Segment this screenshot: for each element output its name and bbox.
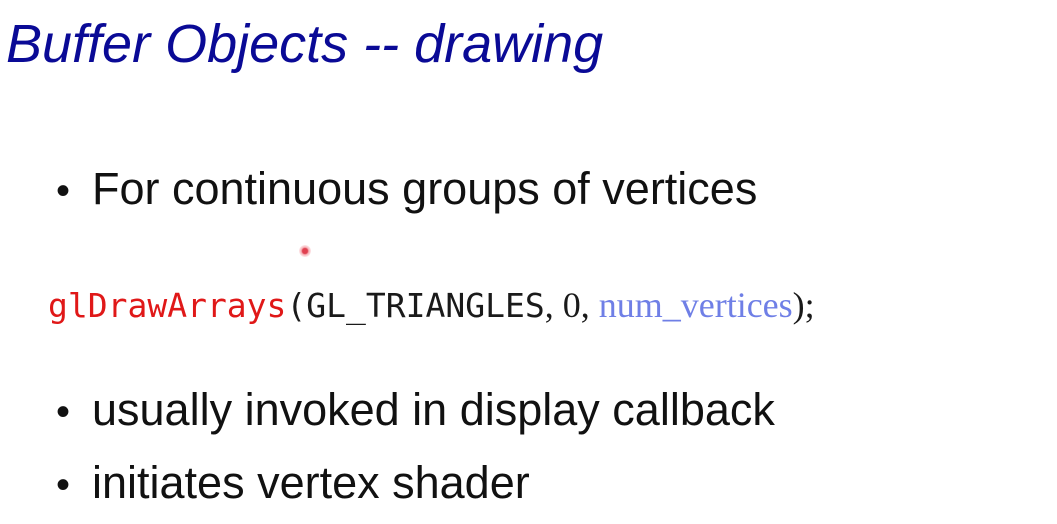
code-arg-first: 0 [562, 285, 581, 325]
bullet-item: • usually invoked in display callback [56, 382, 775, 440]
bullet-dot-icon: • [56, 169, 71, 213]
code-function-name: glDrawArrays [48, 286, 287, 325]
bullet-item: • initiates vertex shader [56, 455, 530, 513]
code-separator: , [580, 285, 599, 325]
bullet-item: • For continuous groups of vertices [56, 161, 757, 219]
bullet-dot-icon: • [56, 390, 71, 434]
slide-title: Buffer Objects -- drawing [6, 14, 604, 74]
code-line: glDrawArrays(GL_TRIANGLES, 0, num_vertic… [48, 281, 815, 337]
code-open-paren: ( [286, 286, 307, 325]
bullet-text: For continuous groups of vertices [92, 163, 758, 214]
code-close: ); [792, 285, 815, 325]
bullet-text: usually invoked in display callback [92, 384, 775, 435]
laser-pointer-icon [299, 245, 311, 257]
code-arg-count: num_vertices [598, 285, 793, 325]
code-arg-mode: GL_TRIANGLES [306, 286, 545, 325]
bullet-text: initiates vertex shader [92, 457, 530, 508]
code-separator: , [544, 285, 563, 325]
bullet-dot-icon: • [56, 463, 71, 507]
